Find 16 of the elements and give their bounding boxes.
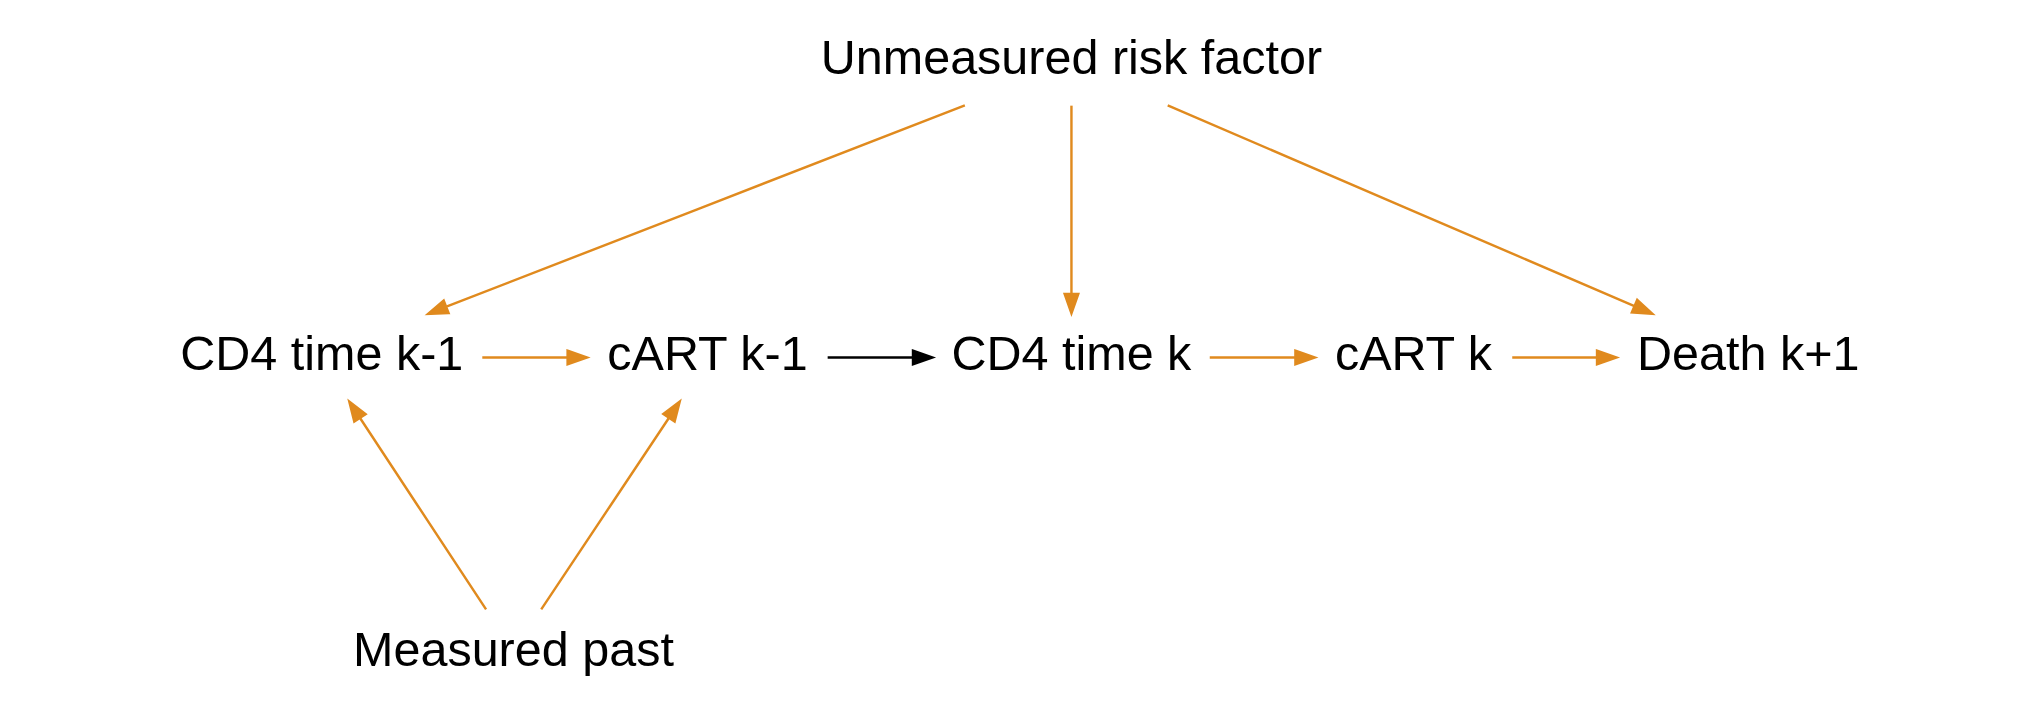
node-text: cART k-1	[607, 325, 808, 380]
arrow	[347, 398, 488, 611]
arrow	[1062, 105, 1080, 318]
node-text: Unmeasured risk factor	[820, 29, 1323, 84]
arrow	[540, 398, 682, 611]
arrow	[827, 349, 937, 366]
node-text: CD4 time k-1	[180, 325, 464, 380]
arrow	[1209, 349, 1319, 366]
arrow	[482, 349, 591, 366]
arrow	[424, 104, 966, 316]
node-text: CD4 time k	[951, 325, 1192, 380]
arrow	[1167, 104, 1656, 316]
node-text: Death k+1	[1637, 325, 1860, 380]
node-text: cART k	[1334, 325, 1493, 380]
node-text: Measured past	[353, 621, 674, 676]
arrow	[1512, 349, 1621, 366]
